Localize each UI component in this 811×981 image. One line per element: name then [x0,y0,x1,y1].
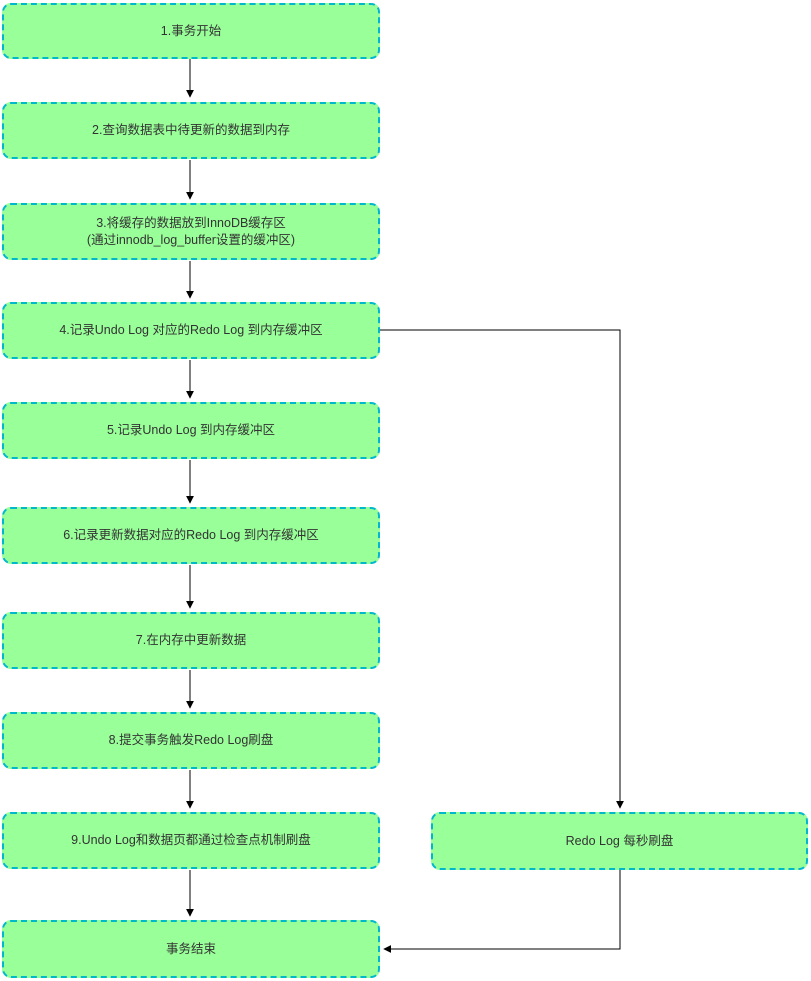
edge-redopersecond-end [383,870,621,953]
node-query-data: 2.查询数据表中待更新的数据到内存 [2,102,380,159]
node-undo-redo-log: 4.记录Undo Log 对应的Redo Log 到内存缓冲区 [2,302,380,359]
node-update-in-memory: 7.在内存中更新数据 [2,612,380,669]
node-label: 2.查询数据表中待更新的数据到内存 [92,123,290,138]
node-label: 4.记录Undo Log 对应的Redo Log 到内存缓冲区 [59,323,323,338]
node-label: 5.记录Undo Log 到内存缓冲区 [106,423,276,438]
node-innodb-buffer: 3.将缓存的数据放到InnoDB缓存区 (通过innodb_log_buffer… [2,203,380,260]
node-label: 7.在内存中更新数据 [135,633,247,648]
node-label: 事务结束 [165,941,216,956]
node-label: 9.Undo Log和数据页都通过检查点机制刷盘 [71,833,311,848]
node-label: 3.将缓存的数据放到InnoDB缓存区 (通过innodb_log_buffer… [86,215,296,247]
edge-undoredo-redopersecond [380,329,624,809]
node-transaction-start: 1.事务开始 [2,3,380,59]
node-label: 6.记录更新数据对应的Redo Log 到内存缓冲区 [63,528,319,543]
node-label: 8.提交事务触发Redo Log刷盘 [108,733,274,748]
node-checkpoint-flush: 9.Undo Log和数据页都通过检查点机制刷盘 [2,812,380,869]
node-update-redo-log: 6.记录更新数据对应的Redo Log 到内存缓冲区 [2,507,380,564]
node-transaction-end: 事务结束 [2,920,380,978]
node-label: 1.事务开始 [160,23,222,38]
node-label: Redo Log 每秒刷盘 [565,833,674,848]
node-commit-flush: 8.提交事务触发Redo Log刷盘 [2,712,380,769]
node-undo-log: 5.记录Undo Log 到内存缓冲区 [2,402,380,459]
node-redo-per-second: Redo Log 每秒刷盘 [431,812,808,870]
